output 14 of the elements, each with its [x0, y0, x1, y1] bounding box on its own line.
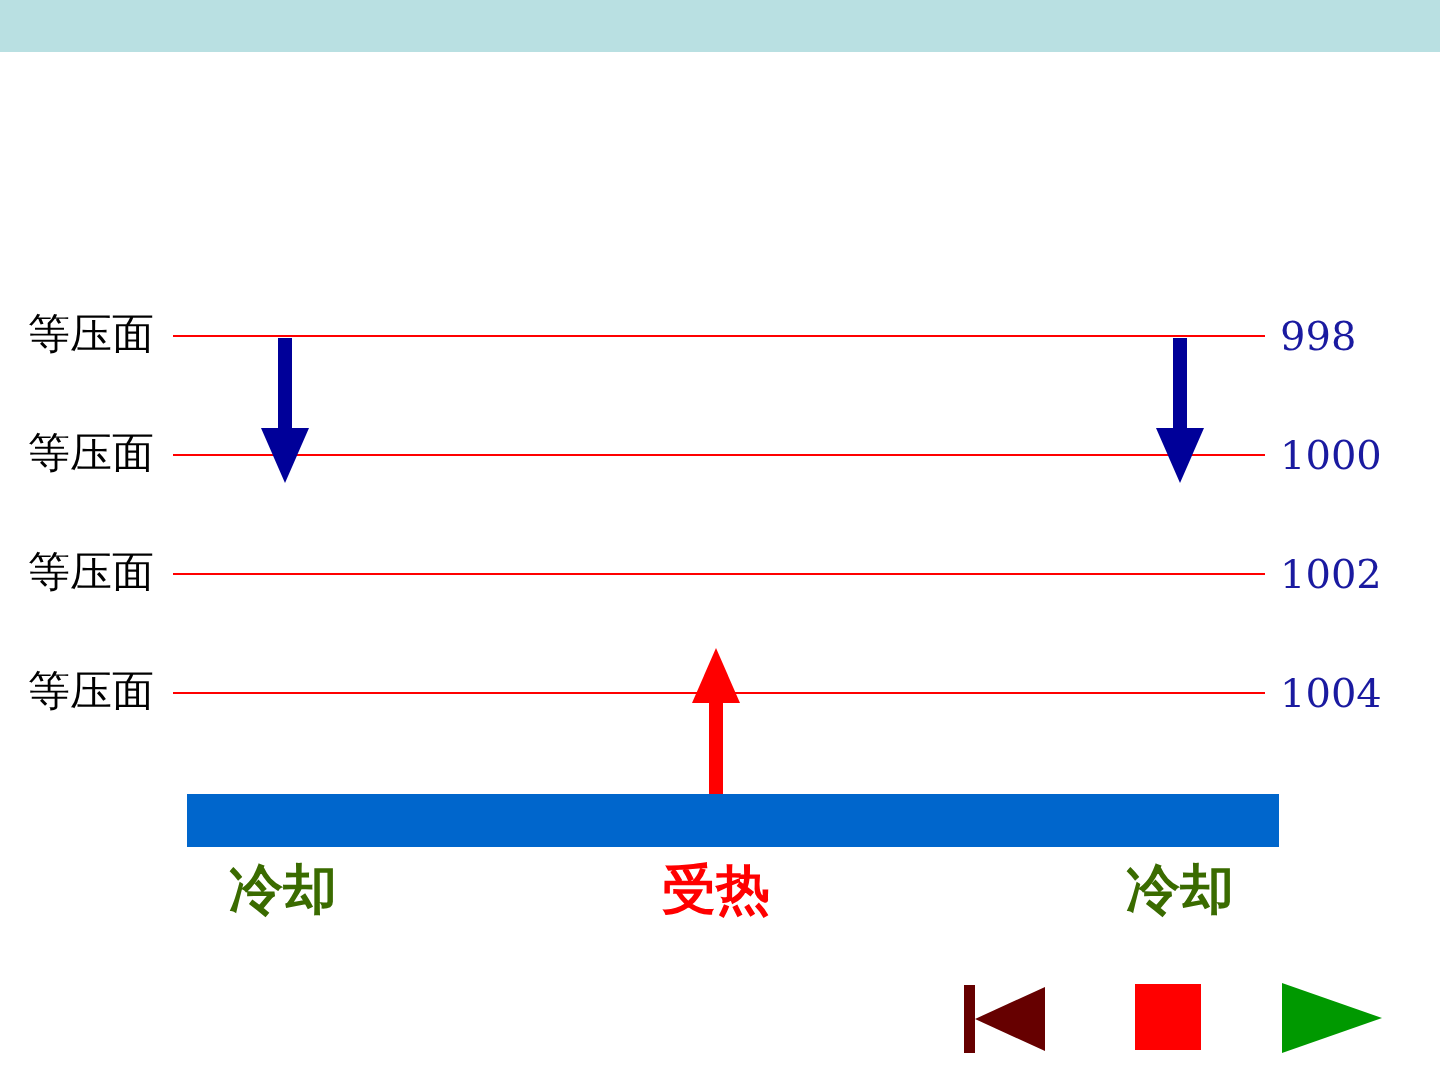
arrow [692, 648, 740, 794]
arrow [261, 338, 309, 483]
pressure-value: 998 [1280, 316, 1357, 356]
pressure-value: 1002 [1280, 554, 1382, 594]
isobar-label: 等压面 [28, 551, 154, 593]
process-label: 受热 [662, 862, 770, 916]
process-label: 冷却 [1126, 862, 1234, 916]
pressure-value: 1004 [1280, 673, 1382, 713]
isobar-label: 等压面 [28, 670, 154, 712]
isobar-label: 等压面 [28, 313, 154, 355]
pressure-value: 1000 [1280, 435, 1382, 475]
process-label: 冷却 [229, 862, 337, 916]
isobar-label: 等压面 [28, 432, 154, 474]
arrow [1156, 338, 1204, 483]
